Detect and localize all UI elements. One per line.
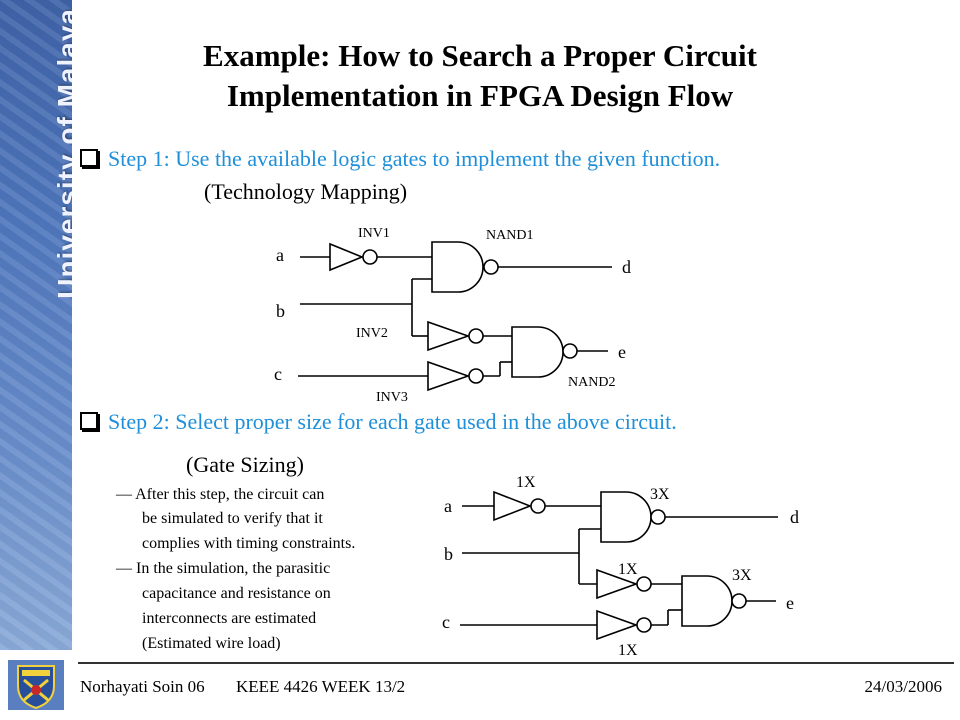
nand1-gate-icon bbox=[600, 491, 652, 543]
university-name: University of Malaya bbox=[52, 8, 72, 299]
footer-date: 24/03/2006 bbox=[864, 677, 942, 696]
checkbox-bullet-icon bbox=[80, 149, 98, 167]
inv3-gate-icon bbox=[427, 360, 471, 392]
nand1-bubble-icon bbox=[483, 259, 499, 275]
output-label-d: d bbox=[622, 257, 631, 277]
inv1-gate-icon bbox=[329, 242, 365, 272]
input-label-b: b bbox=[276, 301, 285, 321]
university-sidebar: University of Malaya bbox=[0, 0, 72, 650]
inv3-gate-icon bbox=[596, 609, 639, 641]
step-2-subtitle: (Gate Sizing) bbox=[186, 452, 304, 477]
step-1-subtitle: (Technology Mapping) bbox=[204, 179, 408, 204]
size-label-inv1: 1X bbox=[516, 474, 536, 491]
nand2-bubble-icon bbox=[562, 343, 578, 359]
nand1-bubble-icon bbox=[650, 509, 666, 525]
input-label-a: a bbox=[276, 245, 284, 265]
step-1: Step 1: Use the available logic gates to… bbox=[80, 146, 720, 172]
size-label-inv2: 1X bbox=[618, 561, 638, 578]
title-line-1: Example: How to Search a Proper Circuit bbox=[203, 38, 757, 73]
gate-label-inv1: INV1 bbox=[358, 226, 390, 241]
size-label-inv3: 1X bbox=[618, 642, 638, 659]
output-label-e: e bbox=[618, 342, 626, 362]
footer-author: Norhayati Soin 06 bbox=[80, 677, 205, 696]
nand2-gate-icon bbox=[511, 326, 564, 378]
inv1-gate-icon bbox=[493, 490, 533, 522]
inv2-bubble-icon bbox=[636, 576, 652, 592]
inv1-bubble-icon bbox=[362, 249, 378, 265]
step-2: Step 2: Select proper size for each gate… bbox=[80, 409, 677, 435]
circuit-2 bbox=[460, 490, 778, 641]
note-line: be simulated to verify that it bbox=[142, 510, 323, 527]
size-label-nand2: 3X bbox=[732, 567, 752, 584]
circuit-1 bbox=[298, 241, 612, 392]
gate-label-nand2: NAND2 bbox=[568, 375, 615, 390]
circuit-1-gate-labels: INV1 NAND1 INV2 INV3 NAND2 bbox=[356, 226, 615, 405]
circuit-2-size-labels: 1X 3X 1X 3X 1X bbox=[516, 474, 752, 659]
input-label-b: b bbox=[444, 544, 453, 564]
size-label-nand1: 3X bbox=[650, 486, 670, 503]
nand2-gate-icon bbox=[681, 575, 733, 627]
input-label-a: a bbox=[444, 496, 452, 516]
output-label-d: d bbox=[790, 507, 799, 527]
nand2-bubble-icon bbox=[731, 593, 747, 609]
input-label-c: c bbox=[442, 612, 450, 632]
inv2-gate-icon bbox=[596, 568, 639, 600]
circuit-1-labels: a b c d e bbox=[274, 245, 631, 384]
slide-title: Example: How to Search a Proper Circuit … bbox=[80, 36, 880, 116]
note-line: complies with timing constraints. bbox=[142, 535, 356, 552]
step-1-text: Step 1: Use the available logic gates to… bbox=[108, 146, 721, 171]
gate-label-inv3: INV3 bbox=[376, 390, 408, 405]
inv2-gate-icon bbox=[427, 320, 471, 352]
note-line: (Estimated wire load) bbox=[142, 635, 281, 652]
footer-course: KEEE 4426 WEEK 13/2 bbox=[236, 677, 406, 696]
input-label-c: c bbox=[274, 364, 282, 384]
step-2-text: Step 2: Select proper size for each gate… bbox=[108, 409, 677, 434]
footer-divider bbox=[78, 662, 954, 664]
circuit-2-labels: a b c d e bbox=[442, 496, 799, 632]
inv3-bubble-icon bbox=[636, 617, 652, 633]
sidebar-texture bbox=[0, 0, 72, 650]
university-crest-icon bbox=[8, 660, 64, 710]
inv2-bubble-icon bbox=[468, 328, 484, 344]
title-line-2: Implementation in FPGA Design Flow bbox=[226, 78, 734, 113]
checkbox-bullet-icon bbox=[80, 412, 98, 430]
note-line: — In the simulation, the parasitic bbox=[116, 560, 331, 577]
note-line: — After this step, the circuit can bbox=[116, 486, 325, 503]
note-line: interconnects are estimated bbox=[142, 610, 317, 627]
gate-label-inv2: INV2 bbox=[356, 326, 388, 341]
nand1-gate-icon bbox=[431, 241, 484, 293]
output-label-e: e bbox=[786, 593, 794, 613]
inv3-bubble-icon bbox=[468, 368, 484, 384]
note-line: capacitance and resistance on bbox=[142, 585, 331, 602]
inv1-bubble-icon bbox=[530, 498, 546, 514]
gate-label-nand1: NAND1 bbox=[486, 228, 533, 243]
